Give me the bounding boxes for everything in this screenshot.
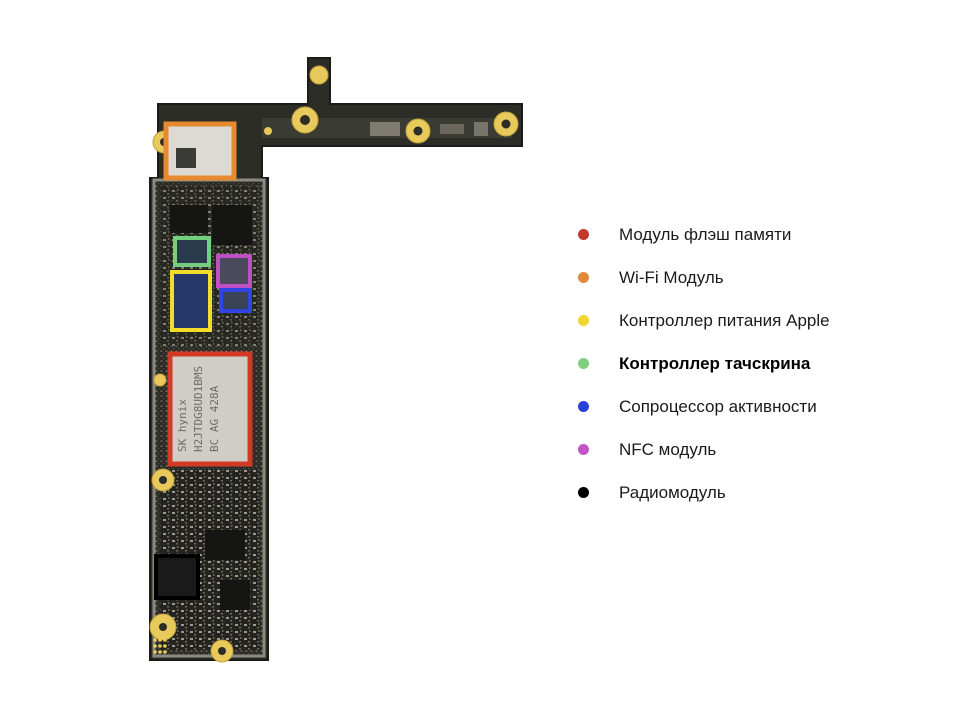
legend-item-touch: Контроллер тачскрина <box>578 342 830 385</box>
flash-chip-outline <box>167 351 253 467</box>
flash-chip-marking-1: SK hynix <box>176 399 189 452</box>
touch-controller-highlight <box>173 236 211 267</box>
wifi-datamatrix <box>176 148 196 168</box>
wifi-module-highlight <box>163 121 237 181</box>
power-controller-highlight <box>170 270 212 332</box>
mounting-holes <box>149 65 519 663</box>
legend-item-radio: Радиомодуль <box>578 471 830 514</box>
radio-module-highlight <box>154 554 200 600</box>
legend-item-coprocessor: Сопроцессор активности <box>578 385 830 428</box>
legend-dot-icon <box>578 315 589 326</box>
legend-label: Контроллер тачскрина <box>619 353 811 373</box>
legend-dot-icon <box>578 272 589 283</box>
legend-item-wifi: Wi-Fi Модуль <box>578 256 830 299</box>
flash-chip-marking-2: H2JTDG8UD1BMS <box>192 366 205 452</box>
bottom-connector-pads <box>153 638 167 654</box>
legend-label: Wi-Fi Модуль <box>619 267 724 287</box>
legend-label: Модуль флэш памяти <box>619 224 792 244</box>
legend-dot-icon <box>578 487 589 498</box>
legend-item-power: Контроллер питания Apple <box>578 299 830 342</box>
legend-label: NFC модуль <box>619 439 717 459</box>
legend-label: Сопроцессор активности <box>619 396 817 416</box>
flash-memory-highlight: SK hynix H2JTDG8UD1BMS BC AG 428A <box>167 351 253 467</box>
legend-label: Радиомодуль <box>619 482 726 502</box>
legend-item-flash: Модуль флэш памяти <box>578 213 830 256</box>
component-legend: Модуль флэш памяти Wi-Fi Модуль Контролл… <box>578 213 830 514</box>
legend-dot-icon <box>578 358 589 369</box>
unhighlighted-chips <box>170 205 252 610</box>
legend-dot-icon <box>578 229 589 240</box>
legend-item-nfc: NFC модуль <box>578 428 830 471</box>
legend-dot-icon <box>578 401 589 412</box>
coprocessor-highlight <box>219 288 252 313</box>
legend-dot-icon <box>578 444 589 455</box>
legend-label: Контроллер питания Apple <box>619 310 830 330</box>
flash-chip-marking-3: BC AG 428A <box>208 385 221 452</box>
nfc-module-highlight <box>216 254 252 288</box>
apple-logo <box>264 127 272 135</box>
